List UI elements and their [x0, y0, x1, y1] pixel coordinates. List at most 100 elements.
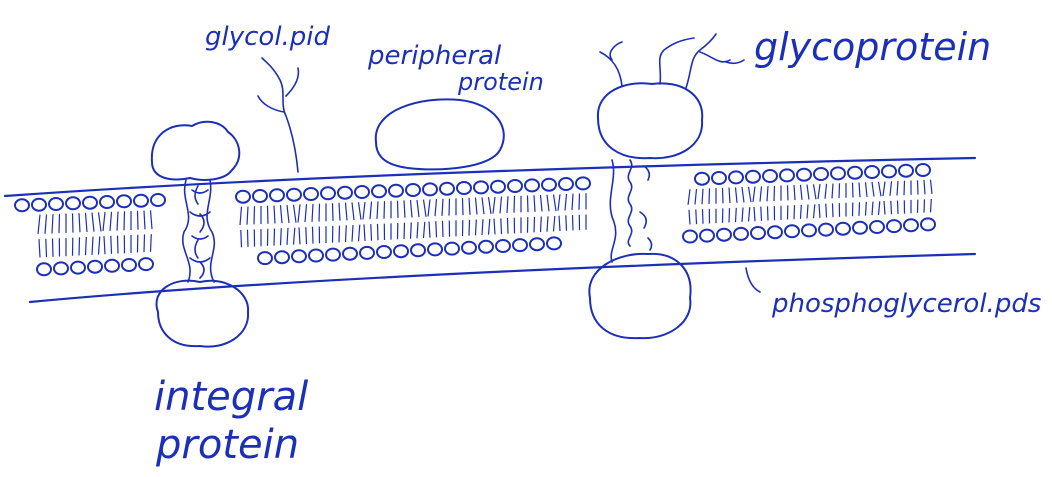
lipid-tail — [884, 201, 885, 215]
lipid-tail — [359, 202, 362, 220]
lipid-tail — [417, 222, 418, 238]
lipid-tail — [801, 205, 802, 219]
lipid-tail — [92, 213, 94, 232]
lipid-tail — [814, 204, 815, 218]
lower-lipid-head — [275, 251, 289, 263]
lipid-tail — [866, 182, 868, 197]
lower-lipid-head — [921, 218, 935, 230]
lipid-tail — [124, 211, 125, 230]
lipid-tail — [500, 197, 502, 214]
lipid-tail — [38, 215, 40, 235]
lipid-tail — [363, 202, 365, 220]
lower-lipid-head — [904, 219, 918, 231]
lower-lipid-head — [71, 262, 85, 274]
upper-lipid-head — [797, 169, 811, 181]
lipid-tail — [79, 237, 80, 255]
lipid-tail — [144, 211, 145, 230]
lipid-tail — [294, 205, 297, 223]
lipid-tail — [801, 185, 803, 200]
lipid-tail — [305, 204, 307, 222]
lipid-tail — [411, 222, 412, 238]
lipid-tail — [547, 195, 549, 212]
upper-lipid-head — [457, 182, 471, 194]
lower-lipid-head — [683, 231, 697, 243]
lower-lipid-head — [717, 229, 731, 241]
lipid-tail — [689, 210, 690, 225]
lipid-tail — [46, 239, 47, 257]
upper-lipid-head — [882, 165, 896, 177]
upper-lipid-head — [746, 171, 760, 183]
upper-lipid-head — [236, 191, 250, 203]
upper-lipid-head — [695, 173, 709, 185]
integral-protein-channel — [183, 180, 215, 282]
lipid-tail — [364, 224, 365, 241]
lipid-tail — [761, 207, 762, 221]
lipid-tail — [79, 213, 80, 232]
upper-lipid-head — [270, 189, 284, 201]
lipid-tail — [346, 225, 347, 242]
upper-lipid-head — [287, 189, 301, 201]
lipid-tail — [53, 239, 54, 257]
upper-lipid-head — [474, 181, 488, 193]
lipid-tail — [352, 225, 353, 242]
glycoprotein-channel — [610, 160, 651, 262]
upper-lipid-head — [355, 186, 369, 198]
lipid-tail — [319, 204, 320, 222]
lipid-tail — [534, 195, 535, 212]
lower-lipid-head — [428, 243, 442, 255]
lipid-tail — [370, 202, 372, 220]
lipid-tail — [268, 206, 269, 224]
lower-lipid-head — [343, 248, 357, 260]
lipid-tail — [572, 194, 573, 210]
lipid-tail — [248, 230, 249, 247]
upper-lipid-head — [865, 166, 879, 178]
lipid-tail — [247, 207, 248, 225]
lipid-tail — [359, 225, 360, 242]
lipid-tail — [749, 187, 752, 202]
lipid-tail — [110, 212, 112, 231]
lipid-tail — [298, 204, 300, 222]
lipid-tail — [807, 185, 809, 200]
lipid-tail — [274, 229, 275, 246]
upper-lipid-head — [406, 184, 420, 196]
lipid-tail — [428, 199, 430, 216]
lipid-tail — [494, 219, 495, 235]
lipid-tail — [573, 215, 574, 230]
lipid-tail — [476, 220, 477, 236]
upper-lipid-head — [848, 167, 862, 179]
lipid-tail — [514, 196, 515, 213]
glycolipid-sugar-chain — [258, 58, 298, 172]
lipid-tail — [469, 198, 470, 215]
lipid-tail — [794, 185, 795, 200]
lipid-tail — [774, 186, 775, 201]
lipid-tail — [424, 200, 427, 217]
lipid-tail — [476, 198, 478, 215]
lipid-tail — [482, 197, 484, 214]
lower-lipid-head — [836, 223, 850, 235]
lower-lipid-head — [700, 230, 714, 242]
lipid-tail — [443, 221, 444, 237]
lipid-tail — [924, 199, 925, 212]
lipid-tail — [723, 188, 724, 204]
lipid-tail — [832, 184, 833, 199]
lower-lipid-head — [479, 241, 493, 253]
lipid-tail — [294, 228, 295, 245]
lipid-tail — [138, 211, 139, 230]
phospholipids-pointer — [746, 268, 760, 292]
lipid-tail — [241, 230, 242, 247]
lipid-tail — [151, 210, 153, 229]
lipid-tail — [86, 213, 88, 232]
integral-protein-shape — [152, 122, 248, 347]
lipid-tail — [339, 203, 340, 221]
glycoprotein-sugar-chains — [600, 34, 730, 88]
lipid-tail — [313, 227, 314, 244]
lower-lipid-head — [819, 224, 833, 236]
upper-lipid-head — [134, 195, 148, 207]
lipid-tail — [398, 201, 399, 218]
lipid-tail — [879, 201, 880, 215]
lipid-tail — [99, 236, 100, 254]
upper-lipid-head — [100, 196, 114, 208]
lower-lipid-head — [802, 224, 816, 236]
upper-lipid-head — [508, 180, 522, 192]
lipid-tail — [333, 203, 334, 221]
